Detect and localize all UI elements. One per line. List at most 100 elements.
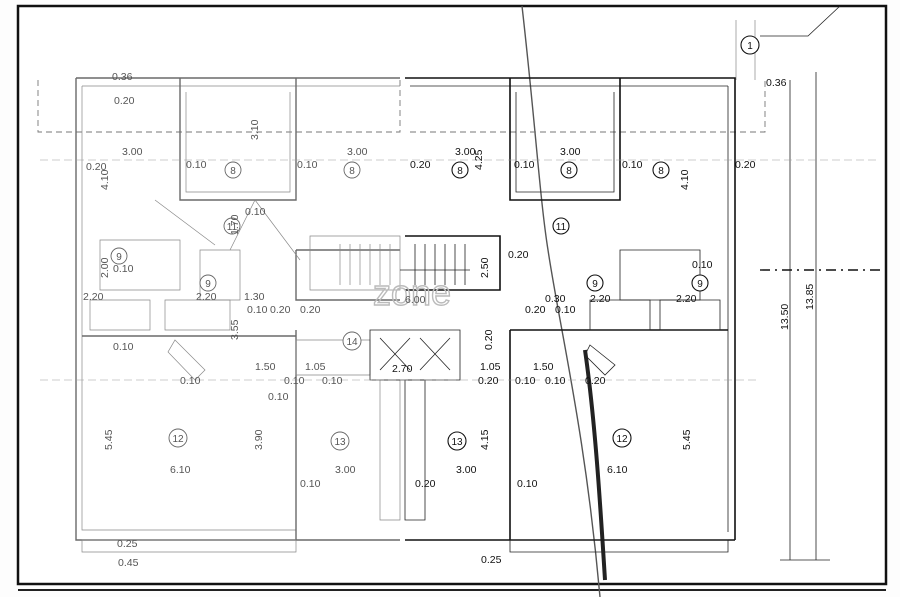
room-tag: 8 xyxy=(230,166,236,177)
room-tag: 9 xyxy=(592,279,598,290)
dimension-label: 2.00 xyxy=(99,257,111,278)
right-bedroom-walls xyxy=(509,78,621,201)
room-tag: 9 xyxy=(697,279,703,290)
dimension-label: 0.10 xyxy=(517,478,538,490)
dimension-label: 4.10 xyxy=(99,169,111,190)
dimension-label: 0.10 xyxy=(514,159,535,171)
grid-marker-label: 1 xyxy=(747,41,753,52)
right-stair-box xyxy=(405,235,501,291)
dimension-label: 5.45 xyxy=(103,429,115,450)
room-tag: 11 xyxy=(556,222,567,233)
dimension-label: 13.50 xyxy=(779,304,791,330)
right-balcony xyxy=(509,539,729,553)
dimension-label: 0.10 xyxy=(515,375,536,387)
paper-fold-line xyxy=(521,5,601,597)
dimension-label: 0.10 xyxy=(113,263,134,275)
dimension-label: 0.45 xyxy=(118,557,139,569)
dimension-label: 0.20 xyxy=(300,304,321,316)
dimension-label: 2.50 xyxy=(479,257,491,278)
dimension-label: 0.20 xyxy=(483,329,495,350)
dimension-label: 3.00 xyxy=(122,146,143,158)
right-bedroom-inner xyxy=(515,92,615,193)
left-hall-lines xyxy=(154,199,301,261)
dimension-label: 0.25 xyxy=(117,538,138,550)
left-balcony xyxy=(81,539,297,553)
room-tag: 13 xyxy=(451,437,463,448)
right-bathroom xyxy=(619,249,701,301)
dimension-label: 6.10 xyxy=(170,464,191,476)
dimension-label: 0.10 xyxy=(284,375,305,387)
room-tag: 14 xyxy=(346,337,358,348)
dimension-label: 3.00 xyxy=(560,146,581,158)
watermark: zone xyxy=(373,272,451,313)
dimension-label: 3.00 xyxy=(456,464,477,476)
room-tags: 8 8 8 8 8 11 11 9 9 9 9 14 12 12 13 13 xyxy=(110,161,709,451)
dimension-label: 3.00 xyxy=(455,146,476,158)
dimension-label: 0.20 xyxy=(270,304,291,316)
grid-marker-circle xyxy=(740,35,760,55)
room-tag: 8 xyxy=(658,166,664,177)
dimension-label: 0.10 xyxy=(545,375,566,387)
dimension-label: 0.10 xyxy=(297,159,318,171)
dimension-label: 0.20 xyxy=(478,375,499,387)
dimension-label: 0.36 xyxy=(112,71,133,83)
dimension-label: 4.15 xyxy=(479,429,491,450)
fold-shadow xyxy=(583,349,607,581)
right-inner-perimeter xyxy=(410,85,729,532)
left-stair-box xyxy=(309,235,401,291)
dimension-label: 0.10 xyxy=(268,391,289,403)
room-tag: 8 xyxy=(566,166,572,177)
dimension-label: 0.10 xyxy=(180,375,201,387)
paper-border xyxy=(16,4,888,586)
dimension-label: 0.10 xyxy=(300,478,321,490)
room-tag: 12 xyxy=(616,434,628,445)
dimension-label: 3.00 xyxy=(335,464,356,476)
dimension-label: 3.55 xyxy=(229,319,241,340)
room-tag: 13 xyxy=(334,437,346,448)
balcony-outline-left xyxy=(37,80,401,133)
dimension-label: 0.20 xyxy=(86,161,107,173)
left-bedroom-inner xyxy=(185,92,291,193)
dimension-label: 1.05 xyxy=(480,361,501,373)
dimension-label: 1.30 xyxy=(244,291,265,303)
dimension-label: 0.10 xyxy=(247,304,268,316)
dimension-label: 13.85 xyxy=(804,284,816,310)
room-tag: 9 xyxy=(116,252,122,263)
dimension-label: 1.05 xyxy=(305,361,326,373)
marker-leader xyxy=(760,5,841,37)
dimension-label: 0.10 xyxy=(322,375,343,387)
dimension-label: 2.20 xyxy=(196,291,217,303)
balcony-outline-right xyxy=(410,80,766,133)
dimension-label: 6.10 xyxy=(607,464,628,476)
room-tag: 8 xyxy=(457,166,463,177)
dimension-label: 1.70 xyxy=(229,214,241,235)
dimension-label: 0.10 xyxy=(245,206,266,218)
dimension-label: 0.30 xyxy=(545,293,566,305)
dimension-label: 0.10 xyxy=(113,341,134,353)
dimension-label: 3.00 xyxy=(347,146,368,158)
dimension-label: 0.20 xyxy=(508,249,529,261)
dimension-label: 0.20 xyxy=(735,159,756,171)
dimension-label: 2.20 xyxy=(590,293,611,305)
dimension-label: 0.10 xyxy=(622,159,643,171)
dimension-label: 1.50 xyxy=(255,361,276,373)
left-stair-treads xyxy=(339,244,391,285)
lift-shafts xyxy=(379,337,451,371)
dimension-label: 0.10 xyxy=(555,304,576,316)
left-stair-walls xyxy=(295,249,400,301)
dimension-label: 0.20 xyxy=(525,304,546,316)
dimension-label: 0.20 xyxy=(114,95,135,107)
dimension-label: 3.10 xyxy=(249,119,261,140)
dimension-label: 0.25 xyxy=(481,554,502,566)
dimension-label: 5.45 xyxy=(681,429,693,450)
room-tag: 11 xyxy=(227,222,238,233)
dimension-label: 0.10 xyxy=(186,159,207,171)
dimension-label: 3.90 xyxy=(253,429,265,450)
dimension-label: 4.25 xyxy=(473,149,485,170)
dimension-label: 2.20 xyxy=(676,293,697,305)
dimension-label: 2.20 xyxy=(83,291,104,303)
room-tag: 12 xyxy=(172,434,184,445)
